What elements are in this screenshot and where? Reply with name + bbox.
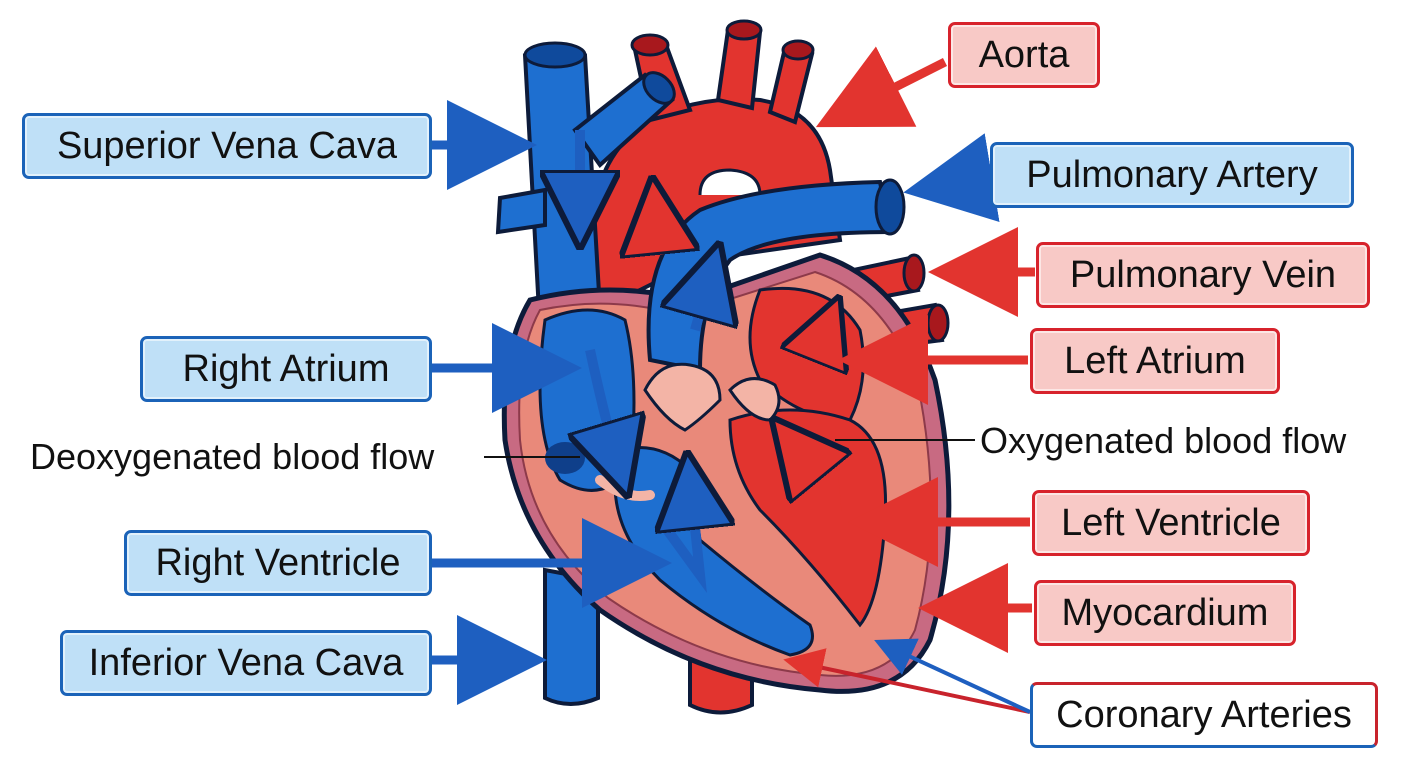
pulmonary-vein-label: Pulmonary Vein bbox=[1036, 242, 1370, 308]
right-ventricle-label: Right Ventricle bbox=[124, 530, 432, 596]
superior-vena-cava-label: Superior Vena Cava bbox=[22, 113, 432, 179]
deoxygenated-flow-label: Deoxygenated blood flow bbox=[30, 436, 435, 477]
inferior-vena-cava-label: Inferior Vena Cava bbox=[60, 630, 432, 696]
pulmonary-artery-label: Pulmonary Artery bbox=[990, 142, 1354, 208]
aorta-label: Aorta bbox=[948, 22, 1100, 88]
left-ventricle-label: Left Ventricle bbox=[1032, 490, 1310, 556]
blood-flow-arrows bbox=[580, 130, 835, 594]
right-atrium-label: Right Atrium bbox=[140, 336, 432, 402]
coronary-arteries-label: Coronary Arteries bbox=[1030, 682, 1378, 748]
pointer-arrows bbox=[430, 46, 1035, 714]
oxygenated-flow-label: Oxygenated blood flow bbox=[980, 420, 1347, 461]
left-atrium-label: Left Atrium bbox=[1030, 328, 1280, 394]
myocardium-label: Myocardium bbox=[1034, 580, 1296, 646]
